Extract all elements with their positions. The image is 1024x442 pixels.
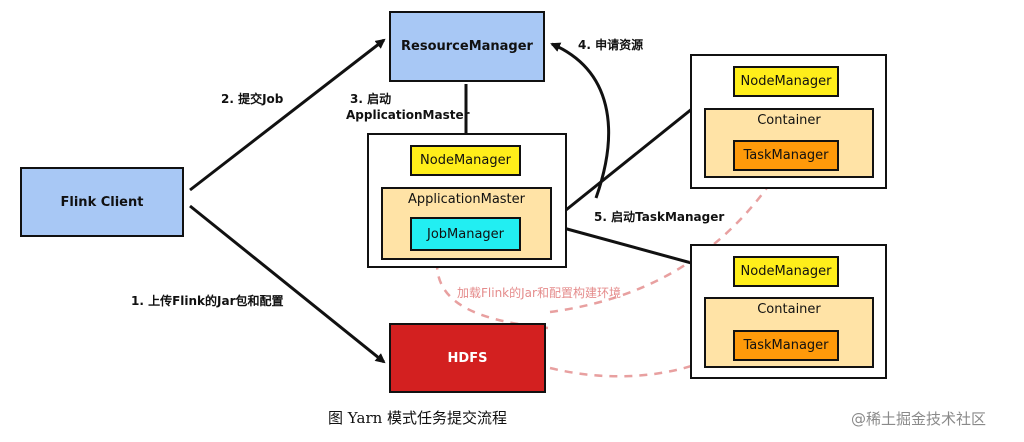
- hdfs-box: HDFS: [389, 323, 546, 393]
- node-manager-1-label: NodeManager: [740, 74, 832, 89]
- job-manager-label: JobManager: [426, 226, 505, 242]
- arrow-request-resources: [550, 42, 611, 199]
- task-manager-1-box: TaskManager: [733, 140, 839, 171]
- step-3-label-line2: ApplicationMaster: [346, 108, 470, 122]
- resource-manager-box: ResourceManager: [389, 11, 545, 82]
- load-env-label: 加载Flink的Jar和配置构建环境: [457, 286, 621, 300]
- task-manager-2-label: TaskManager: [743, 338, 829, 353]
- flink-client-label: Flink Client: [60, 194, 144, 210]
- flink-client-box: Flink Client: [20, 167, 184, 237]
- arrow-submit-job: [189, 38, 386, 192]
- node-manager-1-box: NodeManager: [733, 66, 839, 97]
- job-manager-box: JobManager: [410, 217, 521, 251]
- application-master-label: ApplicationMaster: [407, 192, 526, 207]
- step-3-label-line1: 3. 启动: [350, 92, 392, 106]
- task-manager-2-box: TaskManager: [733, 330, 839, 361]
- node-manager-2-box: NodeManager: [733, 256, 839, 287]
- figure-caption: 图 Yarn 模式任务提交流程: [328, 409, 508, 427]
- task-manager-1-label: TaskManager: [743, 148, 829, 163]
- container-2-label: Container: [757, 302, 821, 317]
- arrow-upload-jar: [189, 204, 386, 364]
- node-manager-2-label: NodeManager: [740, 264, 832, 279]
- am-node-manager-box: NodeManager: [410, 145, 521, 176]
- step-2-label: 2. 提交Job: [221, 92, 284, 106]
- hdfs-label: HDFS: [447, 350, 488, 366]
- watermark: @稀土掘金技术社区: [851, 410, 987, 428]
- dashed-load-taskmanager-1: [549, 172, 778, 314]
- step-1-label: 1. 上传Flink的Jar包和配置: [131, 294, 284, 308]
- step-4-label: 4. 申请资源: [578, 38, 644, 52]
- resource-manager-label: ResourceManager: [401, 39, 533, 54]
- container-1-label: Container: [757, 113, 821, 128]
- step-5-label: 5. 启动TaskManager: [594, 210, 725, 224]
- am-node-manager-label: NodeManager: [420, 153, 511, 168]
